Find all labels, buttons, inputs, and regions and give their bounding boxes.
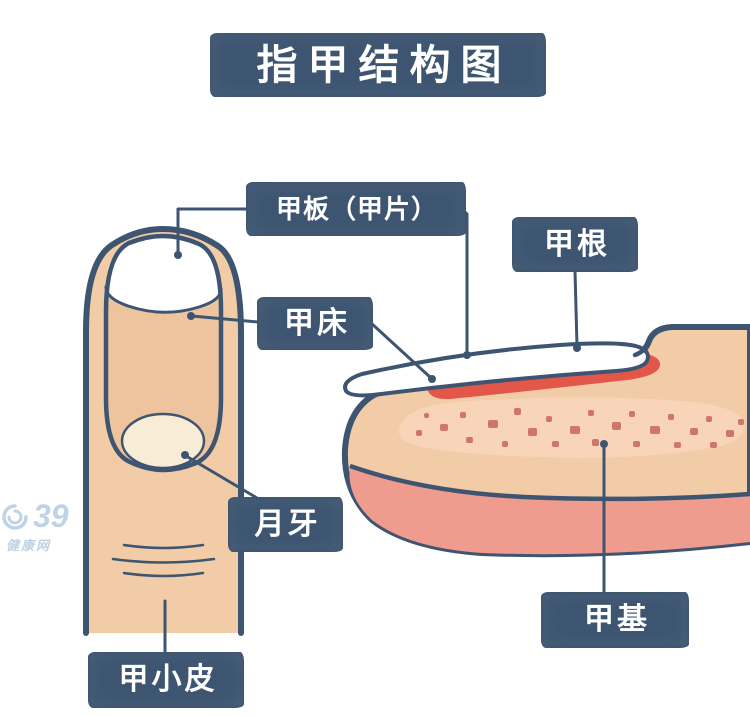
- line-nail-bed-left: [190, 314, 260, 324]
- label-nail-bed: 甲床: [257, 297, 373, 350]
- dot-lunula: [181, 451, 189, 459]
- knuckle-crease-3: [122, 571, 205, 578]
- nail-plate-side: [343, 341, 650, 398]
- knuckle-crease-2: [111, 557, 216, 564]
- dot-nail-root: [573, 344, 581, 352]
- finger-side-view: [341, 324, 750, 558]
- line-lunula: [184, 454, 259, 500]
- line-nail-plate-left: [176, 207, 249, 256]
- label-nail-plate: 甲板（甲片）: [246, 182, 466, 236]
- dot-nail-bed-left: [187, 312, 195, 320]
- connector-endpoint-dots: [174, 251, 608, 459]
- dot-matrix: [600, 440, 608, 448]
- knuckle-creases: [111, 543, 216, 578]
- label-nail-root: 甲根: [512, 217, 638, 272]
- label-nail-matrix: 甲基: [541, 592, 689, 648]
- nail-fold-crease: [632, 324, 673, 358]
- tissue-region: [349, 466, 750, 555]
- label-cuticle: 甲小皮: [88, 652, 244, 708]
- knuckle-crease-1: [122, 543, 205, 550]
- connector-lines: [163, 207, 606, 655]
- nail-outline: [103, 233, 224, 473]
- finger-top-view: [83, 225, 244, 636]
- free-edge-boundary-line: [104, 285, 223, 314]
- nail-free-edge: [105, 236, 222, 313]
- label-lunula: 月牙: [228, 497, 343, 552]
- dot-nail-plate-left: [174, 251, 182, 259]
- matrix-dots-texture: [416, 408, 744, 448]
- dot-nail-plate-right: [463, 351, 471, 359]
- line-nail-root: [573, 269, 579, 348]
- line-nail-bed-right: [369, 321, 433, 380]
- page-title: 指甲结构图: [210, 33, 546, 97]
- tissue-boundary-line: [349, 463, 750, 502]
- dot-nail-bed-right: [428, 375, 436, 383]
